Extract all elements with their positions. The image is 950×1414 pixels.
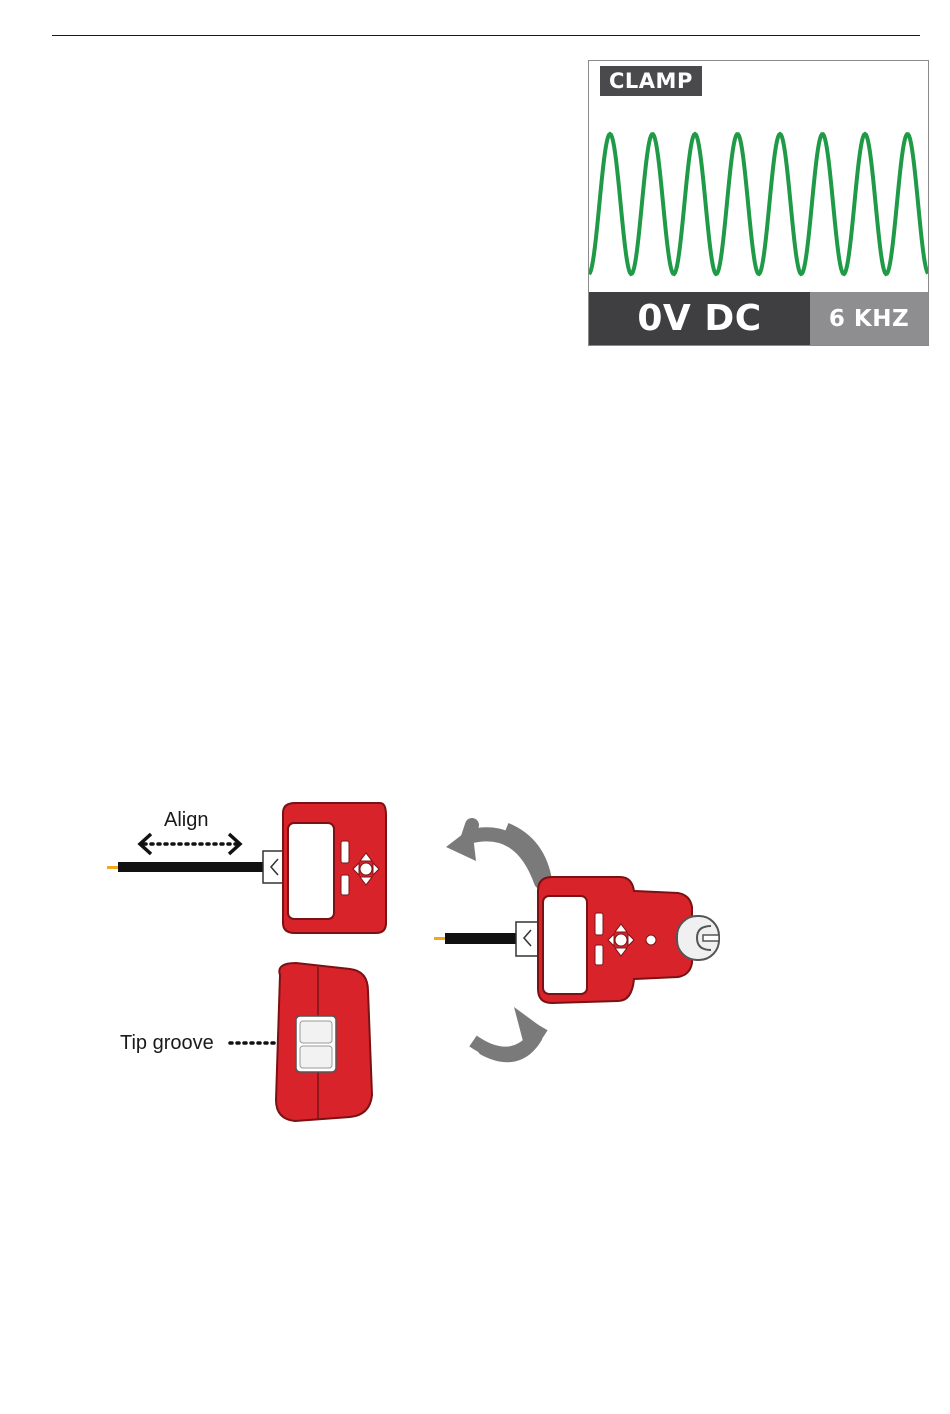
device-front-icon	[276, 963, 372, 1121]
probe-cable-icon	[107, 851, 285, 883]
header-rule	[52, 35, 920, 36]
rotated-meter-device-icon	[538, 877, 719, 1003]
rotate-arrow-bottom-icon	[473, 1007, 544, 1056]
voltage-readout: 0V DC	[589, 292, 810, 345]
meter-display: CLAMP 0V DC 6 KHZ	[588, 60, 929, 346]
waveform-trace	[589, 119, 928, 289]
rotate-arrow-top-icon	[446, 825, 546, 883]
meter-device-icon	[283, 803, 386, 933]
frequency-readout: 6 KHZ	[810, 292, 928, 345]
tip-groove-label: Tip groove	[120, 1032, 214, 1054]
mode-label: CLAMP	[600, 66, 702, 96]
double-arrow-icon	[140, 834, 240, 854]
tip-groove-diagram: Tip groove	[120, 963, 372, 1121]
rotation-diagram	[434, 825, 719, 1056]
rotated-probe-cable-icon	[434, 922, 538, 956]
align-diagram: Align	[107, 803, 386, 933]
status-bar: 0V DC 6 KHZ	[589, 292, 928, 345]
align-label: Align	[164, 809, 208, 831]
probe-alignment-illustration: Align Tip groove	[100, 795, 740, 1130]
